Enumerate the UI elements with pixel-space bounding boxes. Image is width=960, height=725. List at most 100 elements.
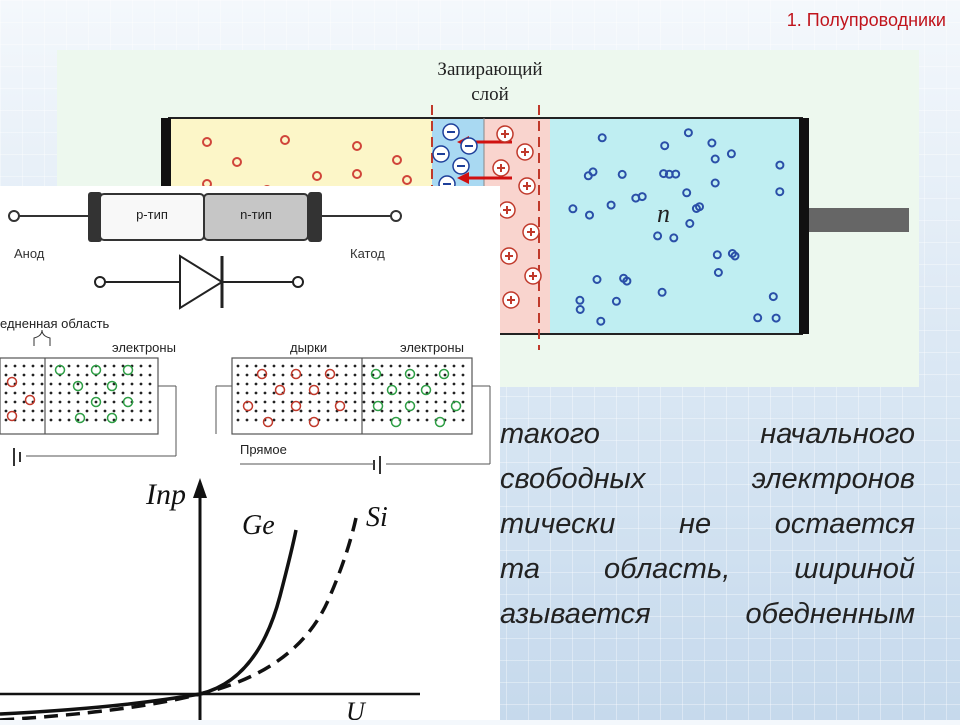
slide-header: 1. Полупроводники bbox=[786, 10, 946, 30]
lattice-atom bbox=[254, 391, 258, 395]
lattice-atom bbox=[299, 400, 303, 404]
lattice-atom bbox=[94, 391, 98, 395]
lattice-atom bbox=[344, 391, 348, 395]
hole bbox=[202, 137, 212, 147]
lattice-atom bbox=[380, 373, 384, 377]
lattice-atom bbox=[263, 364, 267, 368]
lattice-atom bbox=[461, 364, 465, 368]
lattice-atom bbox=[130, 382, 134, 386]
lattice-atom bbox=[344, 400, 348, 404]
lattice-atom bbox=[22, 382, 26, 386]
lattice-atom bbox=[112, 364, 116, 368]
hole bbox=[392, 155, 402, 165]
lattice-atom bbox=[103, 400, 107, 404]
electrons-label-2: электроны bbox=[400, 340, 464, 355]
lattice-atom bbox=[31, 391, 35, 395]
lattice-atom bbox=[31, 409, 35, 413]
lattice-atom bbox=[58, 391, 62, 395]
electron bbox=[611, 296, 621, 306]
carrier bbox=[106, 380, 118, 392]
lattice-atom bbox=[13, 391, 17, 395]
lattice-atom bbox=[67, 391, 71, 395]
lattice-atom bbox=[22, 373, 26, 377]
lattice-atom bbox=[326, 409, 330, 413]
carrier bbox=[90, 396, 102, 408]
lattice-atom bbox=[281, 373, 285, 377]
lattice-atom bbox=[22, 364, 26, 368]
carrier bbox=[386, 384, 398, 396]
lattice-atom bbox=[58, 409, 62, 413]
electron bbox=[683, 128, 693, 138]
electron bbox=[707, 138, 717, 148]
lattice-atom bbox=[13, 364, 17, 368]
lattice-atom bbox=[236, 373, 240, 377]
lattice-atom bbox=[85, 373, 89, 377]
iv-y-arrow bbox=[193, 478, 207, 498]
lattice-atom bbox=[398, 382, 402, 386]
carrier bbox=[54, 364, 66, 376]
lattice-atom bbox=[353, 373, 357, 377]
lattice-atom bbox=[236, 418, 240, 422]
electron bbox=[712, 250, 722, 260]
lattice-atom bbox=[308, 382, 312, 386]
iv-y-axis-label: Iпр bbox=[145, 478, 186, 511]
lattice-atom bbox=[103, 373, 107, 377]
carrier bbox=[450, 400, 462, 412]
lattice-atom bbox=[353, 364, 357, 368]
carrier bbox=[74, 412, 86, 424]
electron bbox=[685, 219, 695, 228]
lattice-atom bbox=[4, 400, 8, 404]
lattice-atom bbox=[76, 382, 80, 386]
lattice-atom bbox=[236, 391, 240, 395]
lattice-atom bbox=[416, 400, 420, 404]
lattice-atom bbox=[389, 400, 393, 404]
electron bbox=[710, 154, 720, 164]
lattice-atom bbox=[40, 400, 44, 404]
lattice-atom bbox=[263, 382, 267, 386]
carrier bbox=[6, 376, 18, 388]
carrier bbox=[274, 384, 286, 396]
lattice-atom bbox=[344, 382, 348, 386]
lattice-atom bbox=[263, 391, 267, 395]
electron bbox=[695, 202, 704, 212]
carrier bbox=[370, 368, 382, 380]
electron bbox=[568, 204, 578, 214]
carrier bbox=[290, 368, 302, 380]
lattice-atom bbox=[434, 400, 438, 404]
lattice-atom bbox=[85, 364, 89, 368]
lattice-atom bbox=[389, 373, 393, 377]
carrier bbox=[90, 364, 102, 376]
electron bbox=[617, 169, 627, 179]
lattice-atom bbox=[31, 418, 35, 422]
carrier bbox=[308, 384, 320, 396]
lattice-atom bbox=[4, 373, 8, 377]
lattice-atom bbox=[121, 391, 125, 395]
lattice-atom bbox=[112, 409, 116, 413]
electron bbox=[768, 292, 778, 302]
lattice-atom bbox=[425, 418, 429, 422]
carrier bbox=[256, 368, 268, 380]
lattice-atom bbox=[272, 418, 276, 422]
ge-curve bbox=[0, 529, 298, 716]
lattice-atom bbox=[67, 400, 71, 404]
body-line-1: такого начального bbox=[500, 418, 915, 450]
electron bbox=[588, 167, 598, 177]
carrier bbox=[390, 416, 402, 428]
lattice-atom bbox=[49, 364, 53, 368]
body-line-5: азывается обедненным bbox=[500, 598, 915, 630]
lattice-atom bbox=[67, 409, 71, 413]
lattice-atom bbox=[452, 373, 456, 377]
lattice-atom bbox=[67, 418, 71, 422]
electron bbox=[726, 149, 736, 159]
lattice-atom bbox=[398, 373, 402, 377]
lattice-atom bbox=[245, 373, 249, 377]
lattice-atom bbox=[67, 364, 71, 368]
lattice-atom bbox=[434, 373, 438, 377]
lattice-atom bbox=[317, 373, 321, 377]
iv-x-axis-label: U bbox=[346, 697, 367, 720]
lattice-atom bbox=[407, 391, 411, 395]
lattice-atom bbox=[326, 418, 330, 422]
lattice-atom bbox=[4, 391, 8, 395]
lattice-atom bbox=[76, 373, 80, 377]
lattice-atom bbox=[326, 382, 330, 386]
